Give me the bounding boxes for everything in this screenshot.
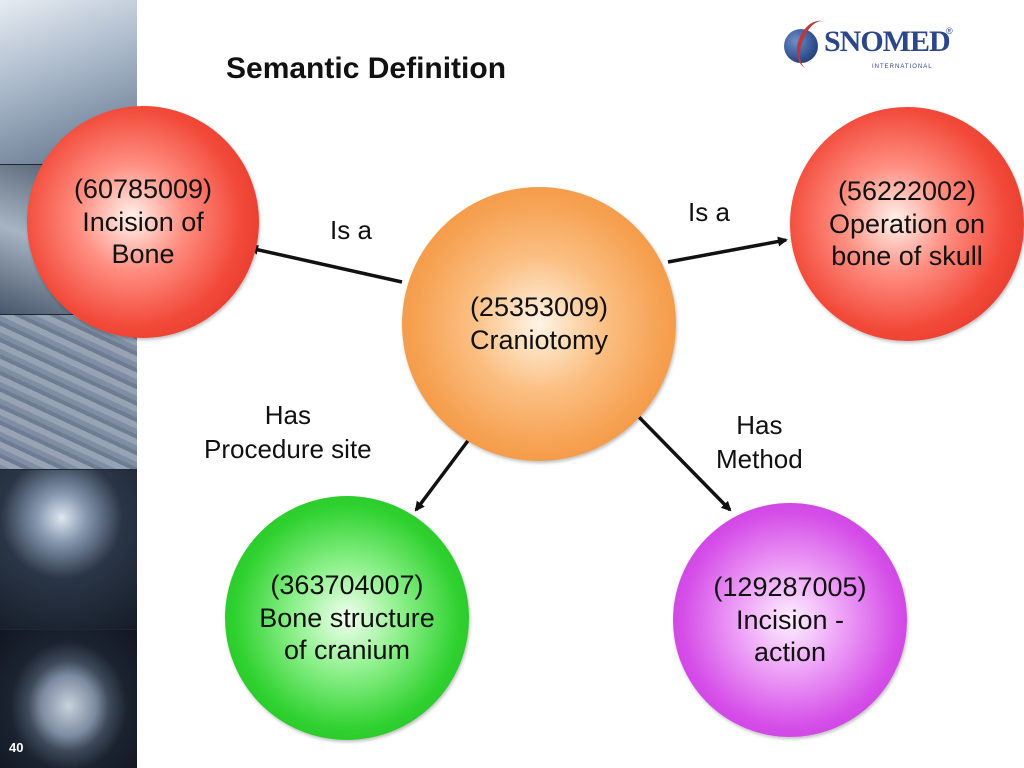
concept-label: action bbox=[753, 637, 827, 668]
globe-icon bbox=[784, 29, 818, 63]
logo-registered-mark: ® bbox=[946, 26, 953, 36]
relation-label-is-a-right: Is a bbox=[688, 196, 730, 230]
arrow-procedure-site bbox=[414, 436, 472, 512]
snomed-logo: SNOMED ® INTERNATIONAL bbox=[784, 15, 954, 76]
relation-text: Has bbox=[264, 400, 311, 430]
relation-label-procedure-site: Has Procedure site bbox=[204, 399, 372, 467]
logo-subtext: INTERNATIONAL bbox=[872, 64, 933, 70]
sidebar-photo-handwriting bbox=[0, 315, 137, 470]
concept-code: (25353009) bbox=[469, 292, 609, 323]
concept-label: Incision of bbox=[82, 206, 204, 237]
concept-code: (56222002) bbox=[837, 175, 977, 206]
concept-node-incision-of-bone: (60785009) Incision of Bone bbox=[27, 106, 259, 338]
relation-text: Is a bbox=[330, 215, 372, 245]
concept-node-craniotomy: (25353009) Craniotomy bbox=[402, 187, 676, 461]
concept-node-operation-on-bone-of-skull: (56222002) Operation on bone of skull bbox=[790, 107, 1024, 341]
concept-label: Craniotomy bbox=[469, 325, 609, 355]
relation-text: Has bbox=[736, 410, 783, 440]
arrow-is-a-left bbox=[248, 244, 403, 284]
logo-text: SNOMED bbox=[824, 25, 951, 58]
concept-label: of cranium bbox=[283, 635, 411, 666]
slide-title: Semantic Definition bbox=[226, 52, 507, 85]
concept-node-incision-action: (129287005) Incision - action bbox=[673, 503, 907, 737]
slide-number: 40 bbox=[9, 740, 24, 755]
concept-label: Bone bbox=[111, 239, 175, 270]
concept-node-bone-structure-of-cranium: (363704007) Bone structure of cranium bbox=[225, 496, 469, 740]
concept-label: bone of skull bbox=[831, 241, 983, 272]
relation-text: Procedure site bbox=[204, 433, 372, 464]
concept-label: Bone structure bbox=[259, 602, 435, 633]
relation-text: Method bbox=[716, 443, 803, 474]
relation-text: Is a bbox=[688, 197, 730, 227]
arrow-is-a-right bbox=[667, 236, 788, 264]
concept-code: (363704007) bbox=[270, 569, 424, 600]
sidebar-photo-xray bbox=[0, 470, 137, 630]
relation-label-method: Has Method bbox=[716, 409, 803, 477]
sidebar-photo-brain-scan bbox=[0, 630, 137, 768]
concept-label: Operation on bbox=[828, 208, 986, 239]
concept-code: (60785009) bbox=[73, 173, 213, 204]
arrow-method bbox=[630, 408, 732, 512]
relation-label-is-a-left: Is a bbox=[330, 214, 372, 248]
concept-label: Incision - bbox=[735, 604, 845, 635]
concept-code: (129287005) bbox=[713, 571, 867, 602]
